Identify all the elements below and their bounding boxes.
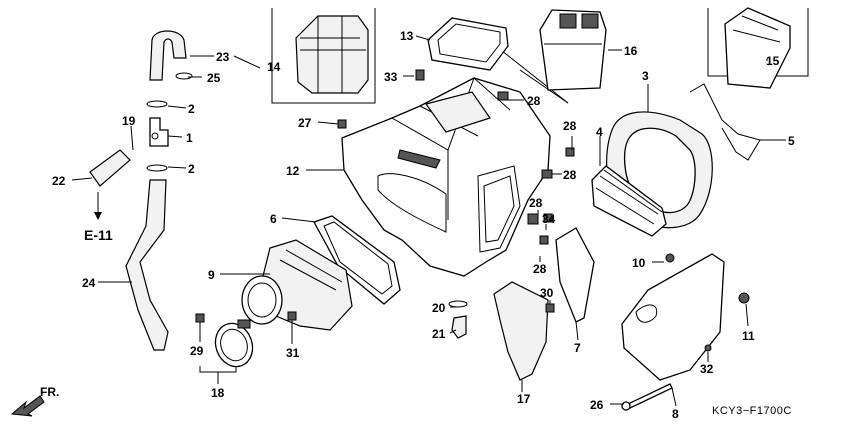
callout-26: 26 xyxy=(590,398,604,412)
part-22-hose xyxy=(89,149,131,187)
part-12-housing xyxy=(341,77,551,277)
callout-16: 16 xyxy=(624,44,638,58)
callout-29: 29 xyxy=(190,344,204,358)
part-13-gasket xyxy=(427,17,509,71)
part-26-bolt xyxy=(621,383,673,411)
front-marker-label: FR. xyxy=(40,385,59,399)
callout-22: 22 xyxy=(52,174,66,188)
callout-9: 9 xyxy=(208,268,215,282)
callout-15: 15 xyxy=(766,54,780,68)
callout-4: 4 xyxy=(596,125,603,139)
part-17-cover xyxy=(493,281,549,381)
callout-2: 2 xyxy=(188,102,195,116)
callout-10: 10 xyxy=(632,256,646,270)
callout-19: 19 xyxy=(122,114,136,128)
callout-5: 5 xyxy=(788,134,795,148)
part-18-clamp xyxy=(214,319,254,368)
callout-14: 14 xyxy=(267,60,281,74)
callout-13: 13 xyxy=(400,29,414,43)
part-16-snorkel xyxy=(539,9,607,91)
callout-30: 30 xyxy=(540,286,554,300)
front-arrow xyxy=(10,395,45,417)
reference-arrow xyxy=(94,196,102,220)
part-21-plug xyxy=(451,315,467,339)
callout-25: 25 xyxy=(207,71,221,85)
callout-28c: 28 xyxy=(563,168,577,182)
callout-31: 31 xyxy=(286,346,300,360)
callout-12: 12 xyxy=(286,164,300,178)
part-4-screen xyxy=(591,165,667,237)
leader-lines xyxy=(71,35,786,407)
clips xyxy=(146,72,193,172)
callout-11: 11 xyxy=(742,329,755,343)
part-7-gasket xyxy=(555,227,595,323)
callout-24: 24 xyxy=(82,276,96,290)
part-1-tee xyxy=(149,117,169,147)
callout-20: 20 xyxy=(432,301,446,315)
callout-23: 23 xyxy=(216,50,230,64)
callout-33: 33 xyxy=(384,70,398,84)
part-24-tube xyxy=(125,179,169,351)
callout-6: 6 xyxy=(270,212,277,226)
callout-1: 1 xyxy=(186,131,193,145)
callout-27: 27 xyxy=(298,116,312,130)
callout-28b: 28 xyxy=(563,119,577,133)
fasteners xyxy=(195,69,750,352)
ref-label-e11: E-11 xyxy=(84,227,113,243)
callout-labels: 23 25 2 1 2 19 22 E-11 24 14 13 33 27 12… xyxy=(40,29,795,421)
callout-17: 17 xyxy=(517,392,531,406)
callout-7: 7 xyxy=(574,341,581,355)
part-8-side-cover xyxy=(621,253,725,381)
part-15-duct xyxy=(724,7,791,89)
callout-3: 3 xyxy=(642,69,649,83)
part-14-duct xyxy=(295,15,369,94)
callout-2b: 2 xyxy=(188,162,195,176)
callout-34: 34 xyxy=(542,212,556,226)
part-23-hose xyxy=(149,30,187,81)
callout-32: 32 xyxy=(700,362,714,376)
callout-18: 18 xyxy=(211,386,225,400)
diagram-code: KCY3−F1700C xyxy=(712,405,792,417)
callout-21: 21 xyxy=(432,327,446,341)
callout-28d: 28 xyxy=(529,196,543,210)
callout-28a: 28 xyxy=(527,94,541,108)
callout-8: 8 xyxy=(672,407,679,421)
callout-28e: 28 xyxy=(533,262,547,276)
part-5-wire xyxy=(689,83,761,161)
part-9-boot xyxy=(241,239,353,331)
